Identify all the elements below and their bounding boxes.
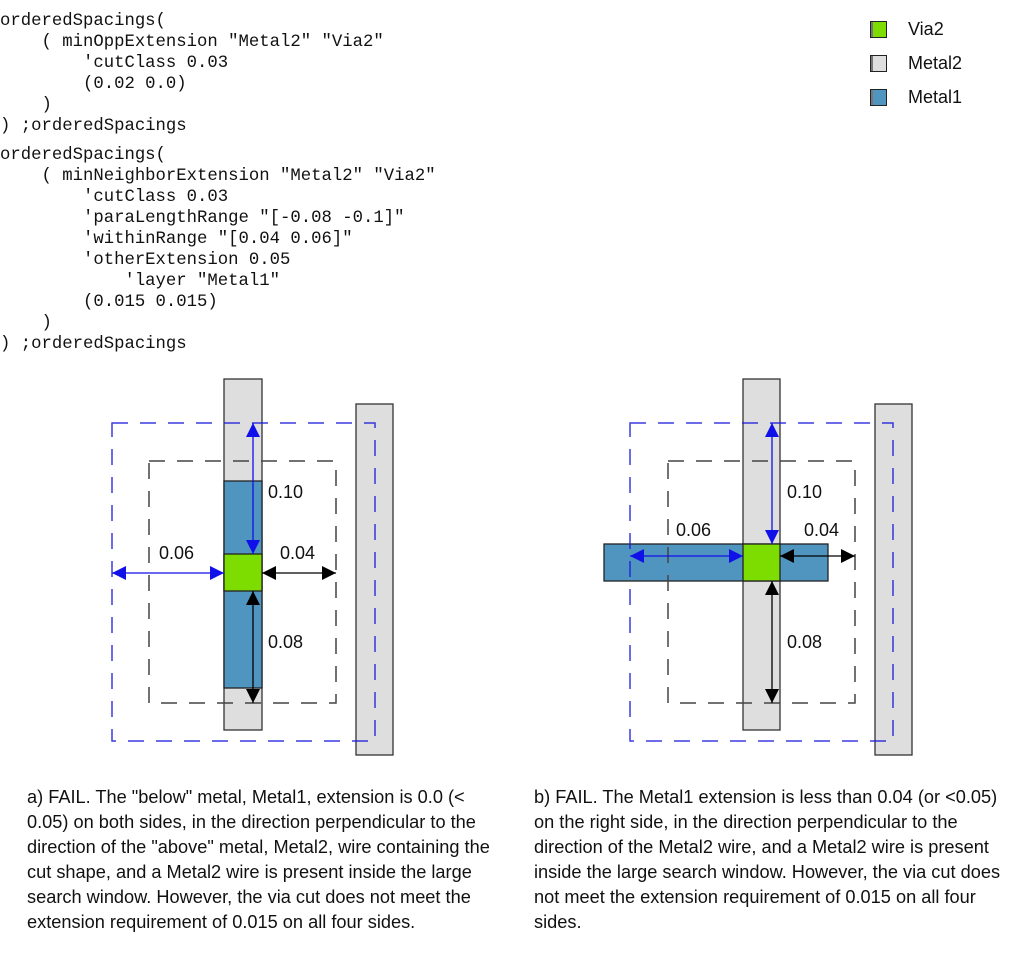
legend: Via2 Metal2 Metal1 bbox=[870, 12, 962, 114]
code-line: ) bbox=[0, 96, 52, 115]
dimension-label-top: 0.10 bbox=[268, 482, 303, 502]
via2-cut bbox=[742, 543, 781, 582]
code-line: orderedSpacings( bbox=[0, 12, 166, 31]
dimension-label-right: 0.04 bbox=[280, 543, 315, 563]
legend-label: Via2 bbox=[908, 18, 944, 39]
via2-cut bbox=[223, 553, 263, 592]
large-search-window bbox=[629, 422, 894, 742]
code-line: ( minOppExtension "Metal2" "Via2" bbox=[0, 33, 384, 52]
code-line: 'layer "Metal1" bbox=[0, 272, 281, 291]
code-line: 'otherExtension 0.05 bbox=[0, 251, 291, 270]
large-search-window bbox=[111, 422, 376, 742]
dimension-label-bottom: 0.08 bbox=[268, 632, 303, 652]
code-line: ) ;orderedSpacings bbox=[0, 335, 187, 354]
metal1-shape bbox=[603, 543, 829, 582]
code-line: (0.015 0.015) bbox=[0, 293, 218, 312]
metal1-swatch-icon bbox=[870, 88, 887, 106]
small-search-window bbox=[148, 460, 337, 704]
legend-item-metal1: Metal1 bbox=[870, 80, 962, 114]
via2-swatch-icon bbox=[870, 20, 887, 38]
code-line: ) ;orderedSpacings bbox=[0, 117, 187, 136]
legend-label: Metal1 bbox=[908, 86, 963, 107]
diagram-b: 0.10 0.06 0.04 0.08 bbox=[603, 378, 913, 756]
code-line: ( minNeighborExtension "Metal2" "Via2" bbox=[0, 167, 436, 186]
code-listing: orderedSpacings( ( minOppExtension "Meta… bbox=[0, 11, 436, 355]
code-line: 'paraLengthRange "[-0.08 -0.1]" bbox=[0, 209, 405, 228]
dimension-label-bottom: 0.08 bbox=[787, 632, 822, 652]
code-line: orderedSpacings( bbox=[0, 146, 166, 165]
code-line: 'withinRange "[0.04 0.06]" bbox=[0, 230, 353, 249]
legend-label: Metal2 bbox=[908, 52, 963, 73]
dimension-label-top: 0.10 bbox=[787, 482, 822, 502]
dimension-label-right: 0.04 bbox=[804, 520, 839, 540]
code-line: ) bbox=[0, 314, 52, 333]
caption-a: a) FAIL. The "below" metal, Metal1, exte… bbox=[27, 787, 490, 932]
legend-item-metal2: Metal2 bbox=[870, 46, 962, 80]
code-line: 'cutClass 0.03 bbox=[0, 54, 229, 73]
code-line: (0.02 0.0) bbox=[0, 75, 187, 94]
dimension-label-left: 0.06 bbox=[676, 520, 711, 540]
dimension-label-left: 0.06 bbox=[159, 543, 194, 563]
small-search-window bbox=[667, 460, 856, 704]
diagram-a: 0.10 0.06 0.04 0.08 bbox=[111, 378, 394, 756]
code-line: 'cutClass 0.03 bbox=[0, 188, 229, 207]
caption-b: b) FAIL. The Metal1 extension is less th… bbox=[534, 787, 1001, 932]
legend-item-via2: Via2 bbox=[870, 12, 962, 46]
metal2-swatch-icon bbox=[870, 54, 887, 72]
